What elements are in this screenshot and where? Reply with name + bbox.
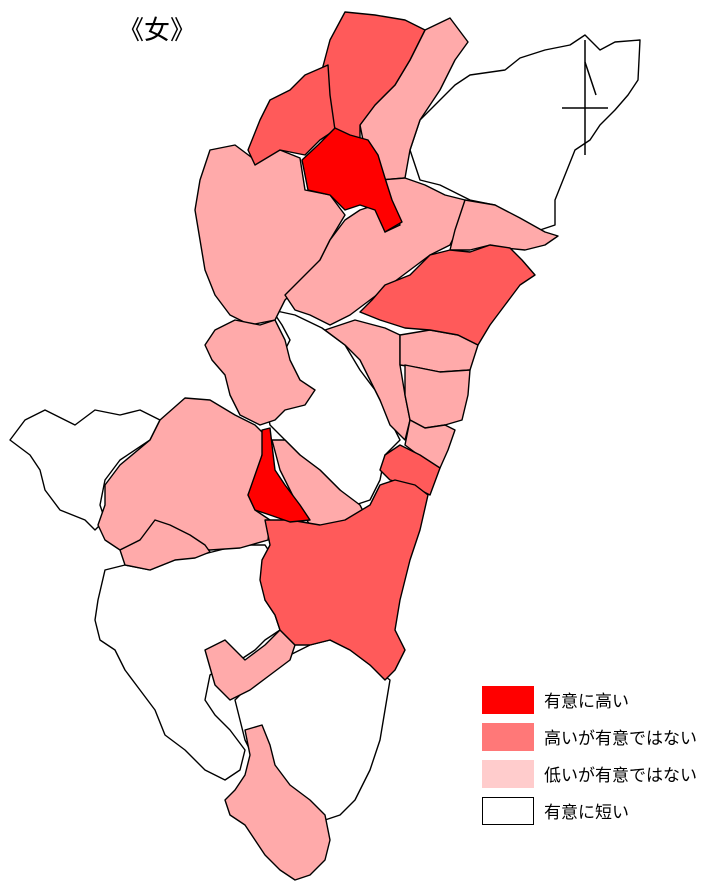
- map-title: 《女》: [118, 16, 197, 46]
- legend-item-sig-short: 有意に短い: [482, 792, 697, 829]
- region-far-south: [224, 724, 331, 881]
- legend-label: 高いが有意ではない: [544, 729, 697, 749]
- legend-label: 有意に高い: [544, 692, 629, 712]
- region-southwest-large: [97, 397, 271, 551]
- legend-item-low-ns: 低いが有意ではない: [482, 755, 697, 792]
- region-south-strip: [204, 629, 296, 701]
- region-coast-south-small: [379, 444, 441, 496]
- region-coast-c: [404, 419, 456, 469]
- region-south-small-west: [119, 519, 211, 571]
- legend-swatch: [482, 759, 534, 788]
- legend-swatch: [482, 722, 534, 751]
- region-northeast-coast: [409, 34, 641, 231]
- legend: 有意に高い 高いが有意ではない 低いが有意ではない 有意に短い: [482, 681, 697, 829]
- region-south-significant: [247, 427, 311, 523]
- legend-item-high-ns: 高いが有意ではない: [482, 718, 697, 755]
- region-west-central: [204, 319, 316, 426]
- region-west-peninsula: [9, 409, 161, 531]
- legend-label: 有意に短い: [544, 803, 629, 823]
- region-northwest-corner: [247, 64, 336, 166]
- region-south-large: [259, 479, 429, 681]
- legend-item-sig-high: 有意に高い: [482, 681, 697, 718]
- legend-label: 低いが有意ではない: [544, 766, 697, 786]
- region-north-significant: [301, 127, 403, 233]
- region-coast-b: [404, 364, 471, 429]
- region-east-central: [359, 244, 536, 346]
- legend-swatch: [482, 685, 534, 714]
- compass-icon: [562, 40, 608, 155]
- legend-swatch: [482, 796, 534, 825]
